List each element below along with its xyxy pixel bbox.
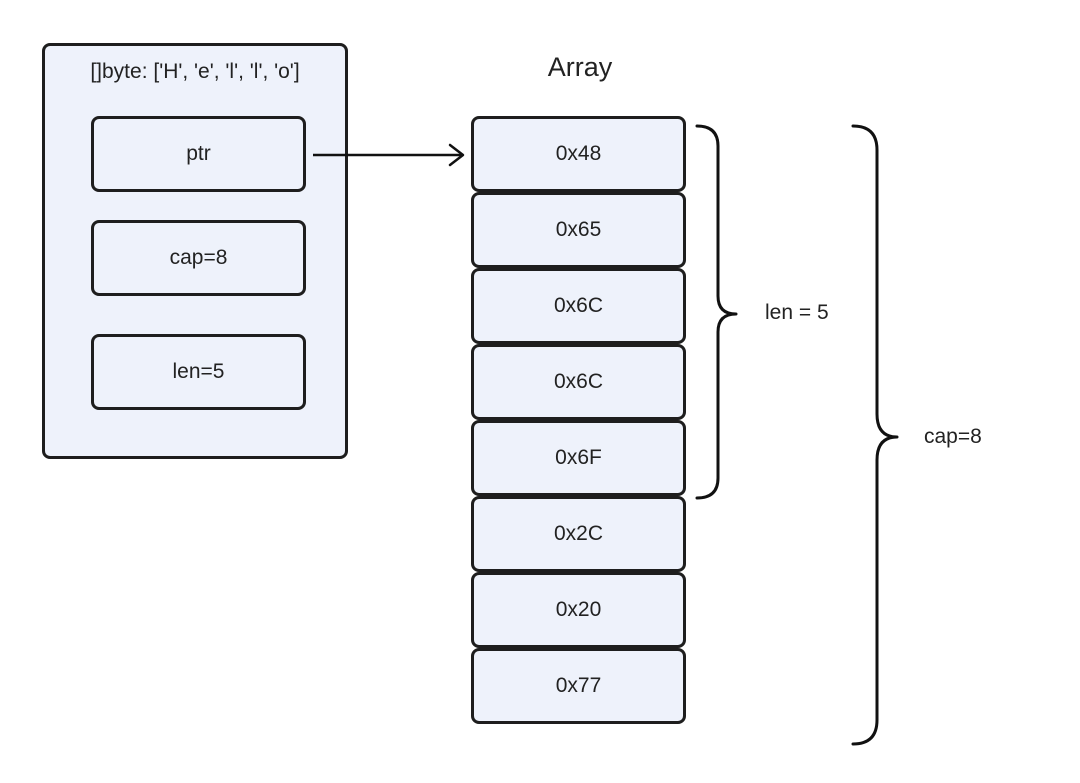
cap-field: cap=8 — [91, 220, 306, 296]
cap-brace — [851, 124, 899, 746]
slice-title: []byte: ['H', 'e', 'l', 'l', 'o'] — [90, 60, 300, 83]
array-cell-0: 0x48 — [471, 116, 686, 192]
array-cell-2: 0x6C — [471, 268, 686, 344]
ptr-arrow — [313, 143, 465, 167]
slice-header-box: []byte: ['H', 'e', 'l', 'l', 'o'] ptr ca… — [42, 43, 348, 459]
array-cell-5: 0x2C — [471, 496, 686, 572]
array-cell-1: 0x65 — [471, 192, 686, 268]
array-cell-6: 0x20 — [471, 572, 686, 648]
ptr-field: ptr — [91, 116, 306, 192]
array-cell-4: 0x6F — [471, 420, 686, 496]
array-cell-3: 0x6C — [471, 344, 686, 420]
array-cell-7: 0x77 — [471, 648, 686, 724]
len-brace-label: len = 5 — [765, 301, 829, 324]
cap-brace-label: cap=8 — [924, 425, 982, 448]
len-field: len=5 — [91, 334, 306, 410]
len-brace — [695, 124, 738, 500]
array-title: Array — [547, 52, 613, 82]
